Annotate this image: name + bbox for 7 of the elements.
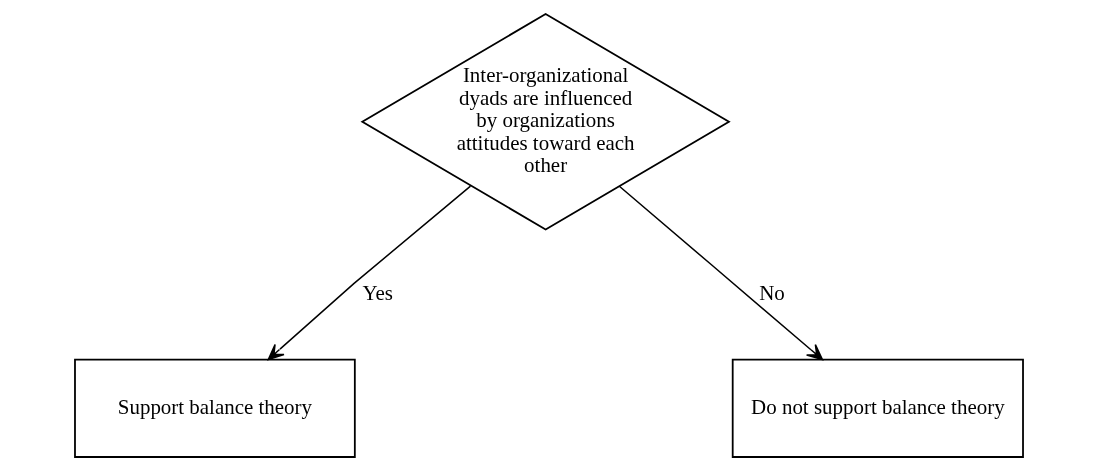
arrow [618,185,823,361]
node-diamond: Inter-organizational dyads are influenced by organizations attitudes toward each other [360,12,731,231]
node-box: Do not support balance theory [731,358,1024,458]
arrow [267,185,471,361]
node-box: Support balance theory [73,358,356,458]
edge-label: Yes [361,281,393,306]
edge-label: No [758,281,785,306]
